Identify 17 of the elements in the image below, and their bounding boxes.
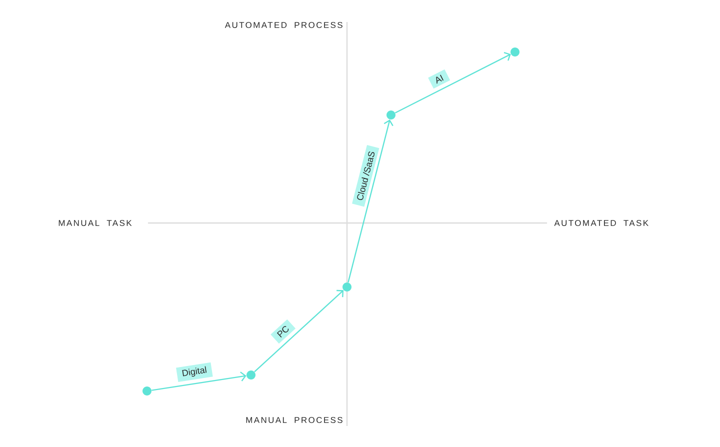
arrow bbox=[394, 52, 511, 114]
arrow bbox=[348, 120, 394, 283]
arrow bbox=[254, 290, 344, 372]
dot bbox=[246, 370, 256, 380]
edge-label: Cloud /SaaS bbox=[352, 144, 380, 207]
arrow bbox=[152, 372, 246, 391]
axis-label: MANUAL PROCESS bbox=[246, 417, 342, 423]
dot bbox=[510, 48, 520, 56]
edge-label: PC bbox=[270, 319, 296, 344]
axis-label: MANUAL TASK bbox=[58, 220, 132, 226]
axis-label: AUTOMATED TASK bbox=[554, 220, 648, 226]
axis-label: AUTOMATED PROCESS bbox=[224, 22, 342, 28]
edge-label: AI bbox=[428, 69, 450, 89]
dot bbox=[386, 110, 396, 120]
dot bbox=[142, 386, 152, 396]
dot bbox=[342, 282, 352, 292]
edge-label: Digital bbox=[176, 362, 213, 382]
